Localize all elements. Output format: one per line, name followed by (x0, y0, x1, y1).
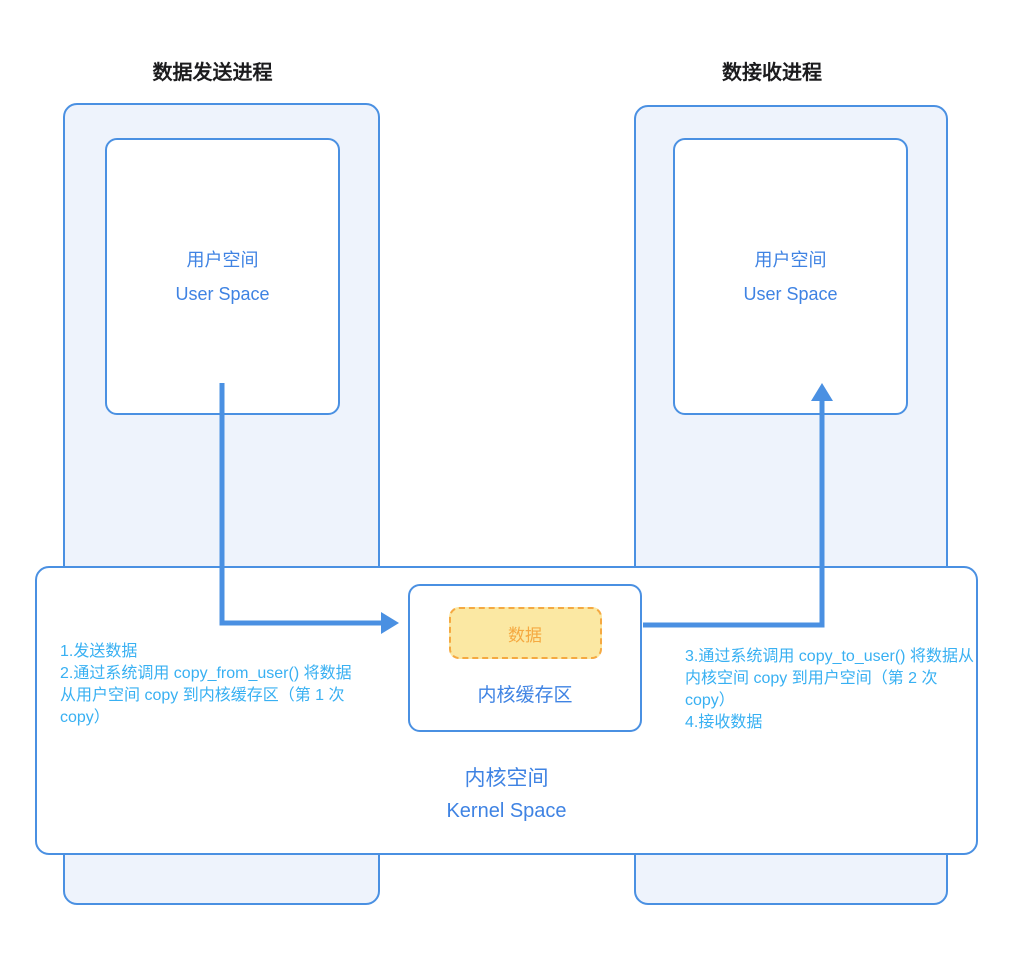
user-space-label-en: User Space (743, 283, 838, 304)
user-space-label-cn: 用户空间 (754, 249, 827, 270)
kernel-space-label-en: Kernel Space (446, 800, 567, 822)
receiver-process-title: 数接收进程 (722, 62, 822, 84)
user-space-label-en: User Space (175, 283, 270, 304)
data-block: 数据 (448, 607, 602, 659)
send-steps-annotation: 1.发送数据 2.通过系统调用 copy_from_user() 将数据 从用户… (60, 643, 352, 726)
receive-steps-annotation: 3.通过系统调用 copy_to_user() 将数据从 内核空间 copy 到… (685, 648, 974, 731)
user-space-label-cn: 用户空间 (186, 249, 259, 270)
kernel-space-label-cn: 内核空间 (464, 767, 549, 790)
sender-process-title: 数据发送进程 (152, 62, 273, 84)
kernel-space-label: 内核空间 Kernel Space (35, 763, 978, 827)
receiver-user-space-box: 用户空间 User Space (673, 138, 908, 415)
kernel-buffer-box: 数据 内核缓存区 (408, 584, 642, 732)
sender-user-space-box: 用户空间 User Space (105, 138, 340, 415)
data-block-label: 数据 (508, 625, 542, 645)
kernel-buffer-label: 内核缓存区 (477, 685, 573, 706)
